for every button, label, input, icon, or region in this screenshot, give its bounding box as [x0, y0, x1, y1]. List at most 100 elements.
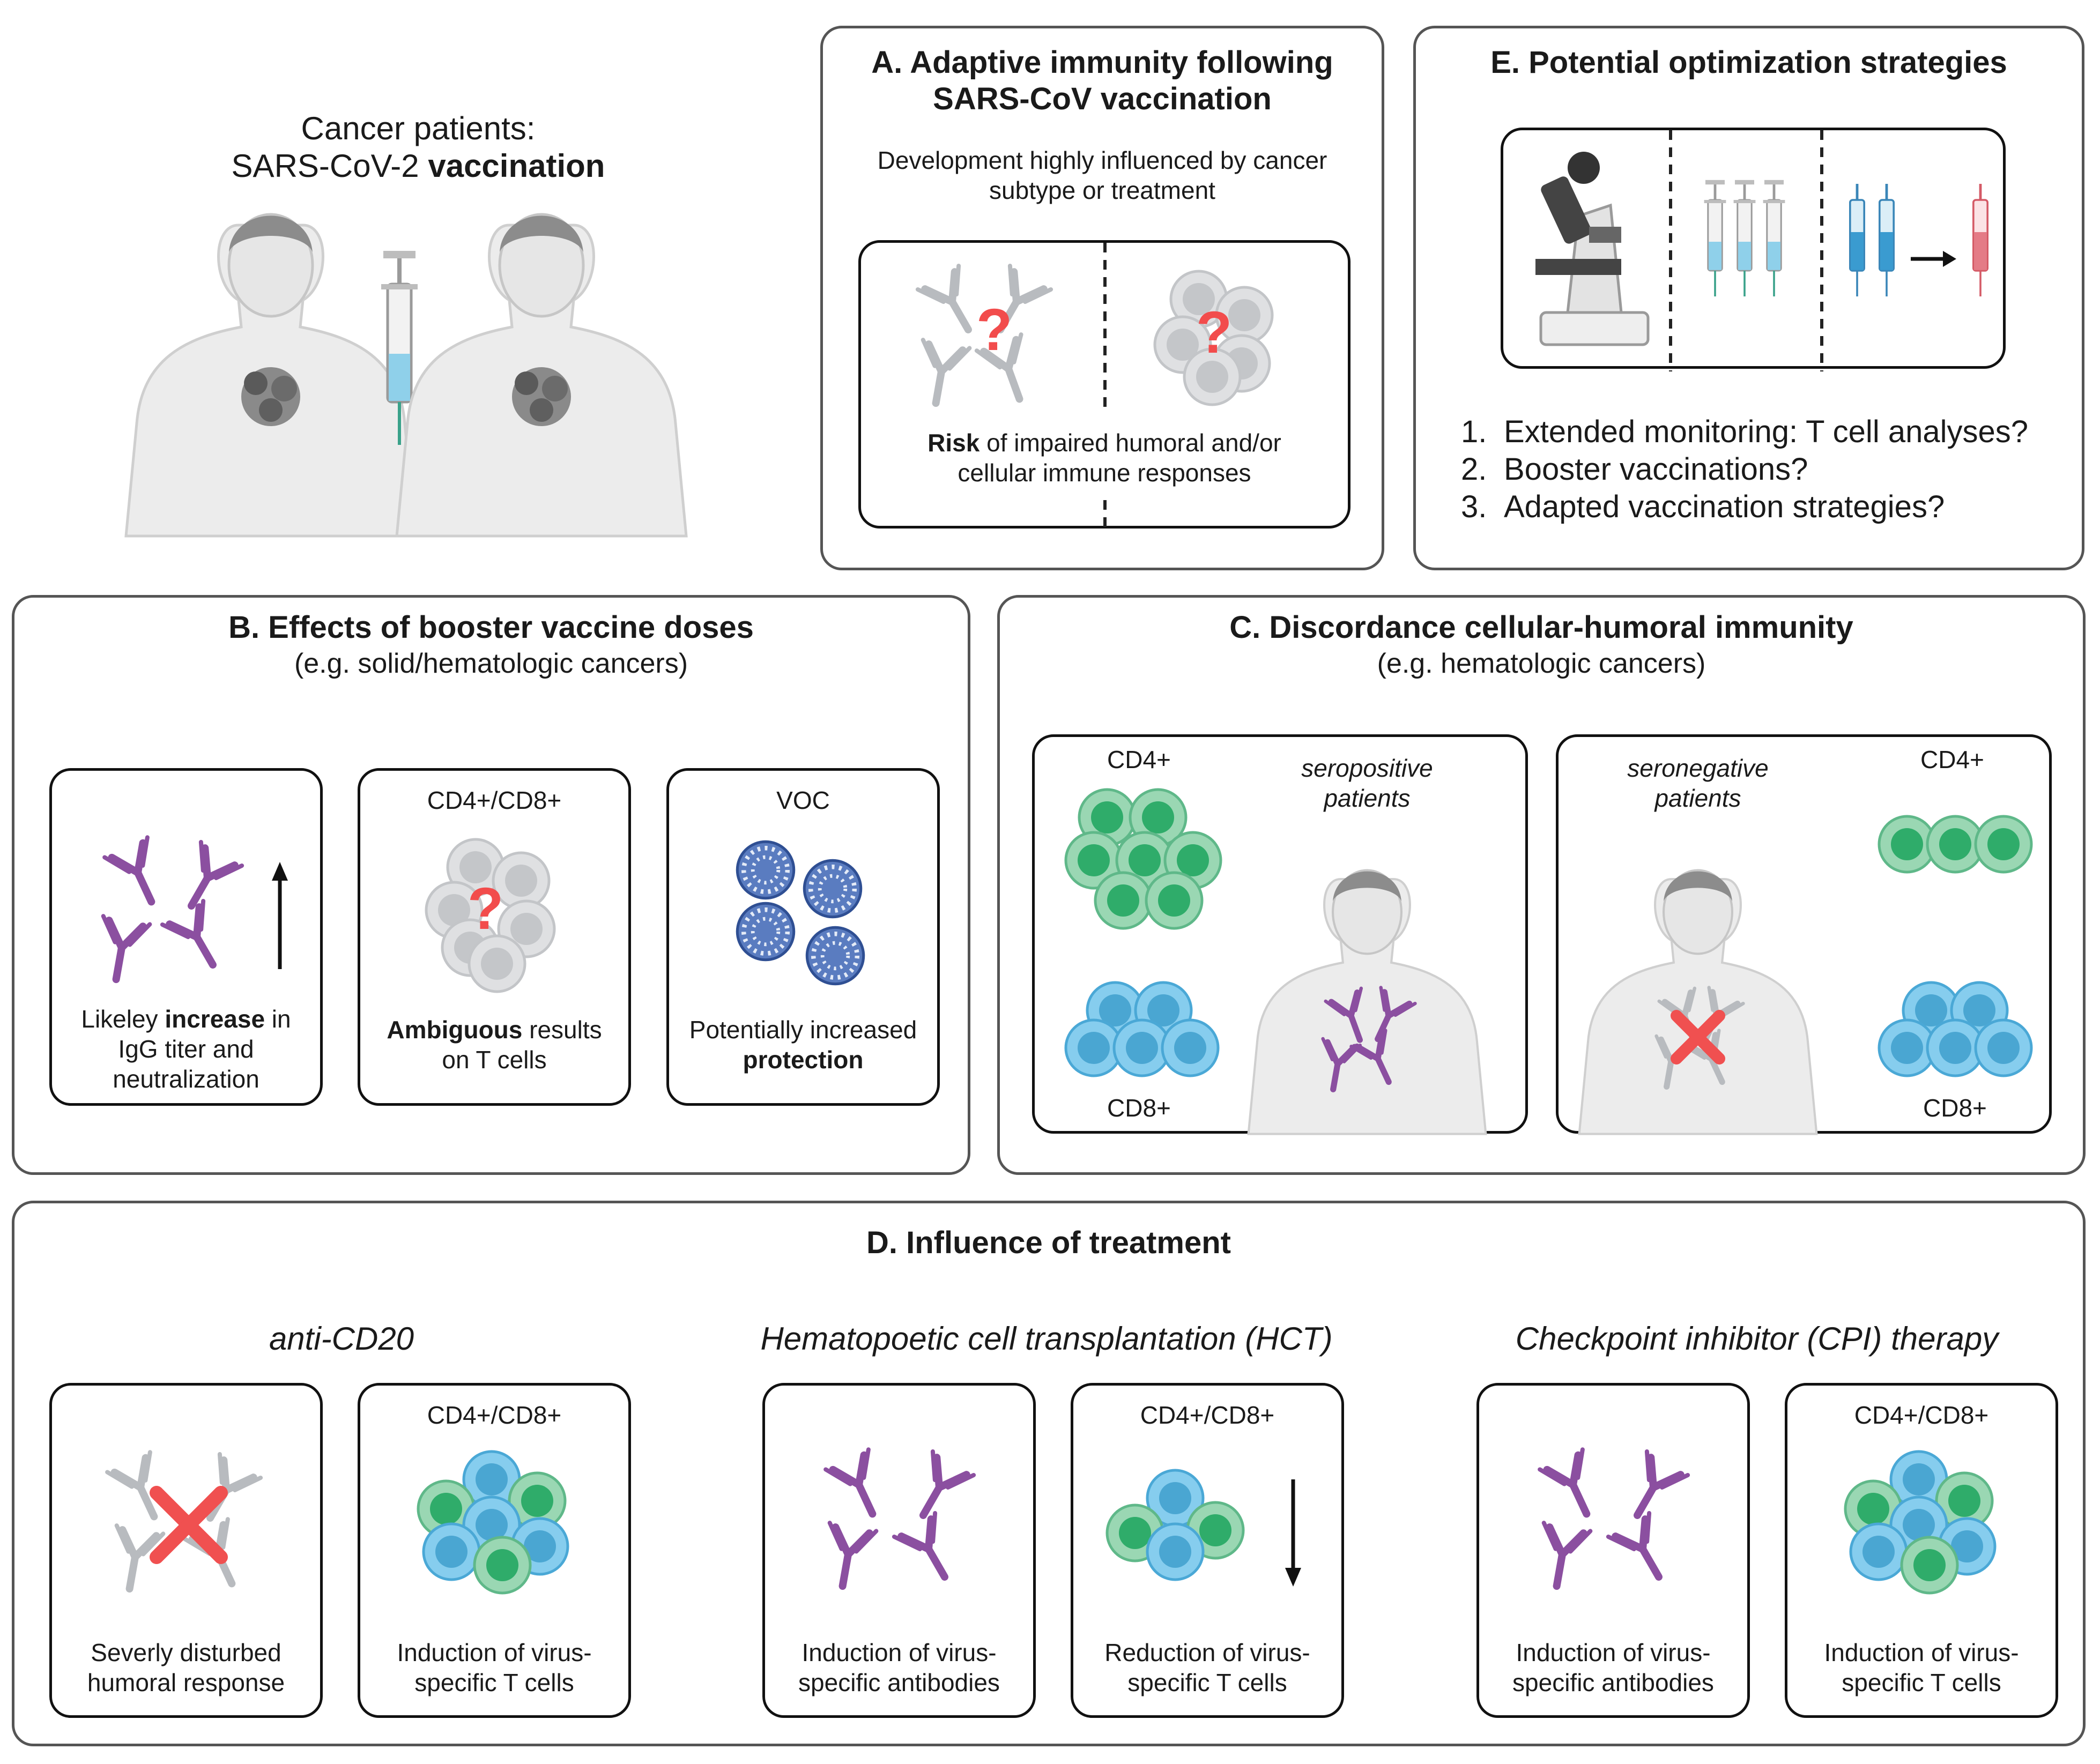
- cd8-label: CD8+: [1923, 1094, 1987, 1122]
- treatment-cpi-title: Checkpoint inhibitor (CPI) therapy: [1515, 1321, 1999, 1357]
- panel-b-box2-line2: on T cells: [442, 1046, 547, 1074]
- hct-box2-header: CD4+/CD8+: [1140, 1401, 1275, 1429]
- panel-b-box2-line1: Ambiguous results: [360, 1015, 628, 1045]
- treatment-hct-title: Hematopoetic cell transplantation (HCT): [760, 1321, 1333, 1357]
- anti-cd20-box2-line1: Induction of virus-: [397, 1639, 592, 1666]
- small-cell-cluster: [1105, 1466, 1245, 1595]
- cd4-label: CD4+: [1920, 746, 1984, 773]
- panel-b-box3-bold: protection: [743, 1046, 864, 1074]
- intro-line2: SARS-CoV-2 vaccination: [177, 147, 659, 184]
- strategy-num-2: 2.: [1461, 452, 1487, 487]
- panel-a-desc-2: subtype or treatment: [989, 176, 1215, 204]
- seronegative-line2: patients: [1654, 784, 1741, 812]
- question-mark-icon: ?: [468, 876, 503, 942]
- panel-a-desc-1: Development highly influenced by cancer: [877, 146, 1327, 174]
- panel-a-dashed-divider: [1103, 243, 1107, 532]
- panel-a-risk-rest: of impaired humoral and/or: [979, 429, 1281, 457]
- grey-antibody-cluster: [103, 1450, 274, 1589]
- intro-line1: Cancer patients:: [301, 110, 536, 146]
- arrow-right-icon: [1911, 251, 1956, 267]
- seropositive-patient-figure: [1244, 844, 1490, 1112]
- panel-e-image-box: [1501, 128, 2006, 371]
- seronegative-patient-figure: [1575, 844, 1821, 1112]
- antibody-cluster-purple: [816, 1450, 988, 1589]
- tumor-icon: [241, 367, 300, 426]
- panel-a: A. Adaptive immunity following SARS-CoV …: [820, 26, 1384, 570]
- cpi-box1-line1: Induction of virus-: [1516, 1639, 1711, 1666]
- panel-d-title: D. Influence of treatment: [866, 1225, 1231, 1260]
- panel-b-box2-header: CD4+/CD8+: [427, 786, 562, 814]
- virus-icon: [807, 927, 863, 984]
- mixed-cell-cluster: [411, 1450, 583, 1589]
- treatment-anti-cd20-title: anti-CD20: [269, 1321, 414, 1357]
- panel-c-title: C. Discordance cellular-humoral immunity: [1229, 610, 1853, 645]
- panel-e-dividers: [1669, 130, 1823, 371]
- cpi-box2-line1: Induction of virus-: [1824, 1639, 2019, 1666]
- question-mark-icon: ?: [1196, 300, 1232, 366]
- hct-antibody-box: Induction of virus- specific antibodies: [762, 1383, 1036, 1718]
- panel-b-box-igg: Likeley increase in IgG titer and neutra…: [49, 768, 323, 1106]
- panel-a-inner-box: ? ? Risk of impaired humoral and/or cell…: [858, 240, 1350, 532]
- panel-b-box2-bold: Ambiguous: [387, 1016, 523, 1044]
- panel-a-cell-cluster: ?: [1140, 264, 1301, 404]
- panel-b-subtitle: (e.g. solid/hematologic cancers): [294, 648, 688, 679]
- syringes-three-icon: [1691, 141, 1798, 355]
- cpi-antibody-box: Induction of virus- specific antibodies: [1476, 1383, 1750, 1718]
- panel-b-box1-bold: increase: [165, 1005, 265, 1033]
- cd8-label: CD8+: [1107, 1094, 1171, 1122]
- red-cross-icon: [150, 1486, 228, 1564]
- virus-icon: [804, 860, 860, 917]
- panel-a-risk-line-1: Risk of impaired humoral and/or: [861, 428, 1348, 458]
- panel-b-box1-line3: neutralization: [113, 1065, 259, 1093]
- anti-cd20-box1-line1: Severly disturbed: [91, 1639, 281, 1666]
- panel-b-box3-line1: Potentially increased: [689, 1016, 917, 1044]
- hct-box2-line1: Reduction of virus-: [1104, 1639, 1310, 1666]
- panel-b-box-voc: VOC Potentially increased protection: [666, 768, 940, 1106]
- anti-cd20-tcell-box: CD4+/CD8+ Induction of virus- specific T…: [358, 1383, 631, 1718]
- seropositive-line1: seropositive: [1301, 754, 1433, 782]
- virus-icon: [737, 842, 793, 898]
- arrow-up-icon: [272, 862, 288, 969]
- question-mark-icon: ?: [976, 297, 1012, 363]
- seronegative-line1: seronegative: [1627, 754, 1769, 782]
- arrow-down-icon: [1285, 1479, 1301, 1587]
- female-patient-figure: [126, 214, 415, 536]
- panel-c-seropositive-box: CD4+ CD8+ seropositive patients: [1032, 734, 1528, 1134]
- cd4-cell-row: [1875, 809, 2046, 879]
- red-cross-icon: [1671, 1010, 1725, 1065]
- panel-e: E. Potential optimization strategies: [1413, 26, 2084, 570]
- strategy-text-2: Booster vaccinations?: [1504, 452, 1808, 487]
- adapted-vaccine-icon: [1849, 183, 1989, 297]
- panel-a-title-1: A. Adaptive immunity following: [871, 45, 1333, 80]
- hct-tcell-box: CD4+/CD8+ Reduction of virus- specific T…: [1071, 1383, 1344, 1718]
- strategy-num-3: 3.: [1461, 489, 1487, 524]
- panel-a-risk-line-2: cellular immune responses: [958, 459, 1251, 487]
- seropositive-label: seropositive patients: [1260, 753, 1474, 813]
- panel-a-risk-bold: Risk: [927, 429, 980, 457]
- strategy-item-3: 3.Adapted vaccination strategies?: [1461, 488, 2077, 526]
- cpi-box1-line2: specific antibodies: [1512, 1669, 1714, 1696]
- seropositive-line2: patients: [1324, 784, 1411, 812]
- intro: Cancer patients: SARS-CoV-2 vaccination: [177, 107, 659, 482]
- male-patient-figure: [397, 214, 686, 536]
- strategy-num-1: 1.: [1461, 414, 1487, 449]
- panel-b: B. Effects of booster vaccine doses (e.g…: [12, 595, 970, 1175]
- cpi-tcell-box: CD4+/CD8+ Induction of virus- specific T…: [1785, 1383, 2058, 1718]
- hct-box1-line2: specific antibodies: [798, 1669, 1000, 1696]
- cd8-cell-cluster: [1064, 978, 1225, 1085]
- cpi-box2-header: CD4+/CD8+: [1854, 1401, 1989, 1429]
- antibody-cluster-purple: [1530, 1450, 1702, 1589]
- panel-b-box1-post: in: [265, 1005, 291, 1033]
- panel-b-box3-header: VOC: [776, 786, 830, 814]
- antibody-cluster-purple: [90, 840, 272, 969]
- grey-cell-cluster: ?: [417, 838, 577, 988]
- panel-b-box1-line1: Likeley increase in: [52, 1004, 320, 1034]
- anti-cd20-humoral-box: Severly disturbed humoral response: [49, 1383, 323, 1718]
- microscope-icon: [1535, 152, 1650, 346]
- virus-icon: [737, 903, 793, 959]
- strategy-text-1: Extended monitoring: T cell analyses?: [1504, 414, 2028, 449]
- panel-c-subtitle: (e.g. hematologic cancers): [1377, 648, 1706, 679]
- cd4-label: CD4+: [1107, 746, 1171, 773]
- panel-d: D. Influence of treatment anti-CD20 Seve…: [12, 1201, 2086, 1746]
- panel-b-box1-pre: Likeley: [81, 1005, 165, 1033]
